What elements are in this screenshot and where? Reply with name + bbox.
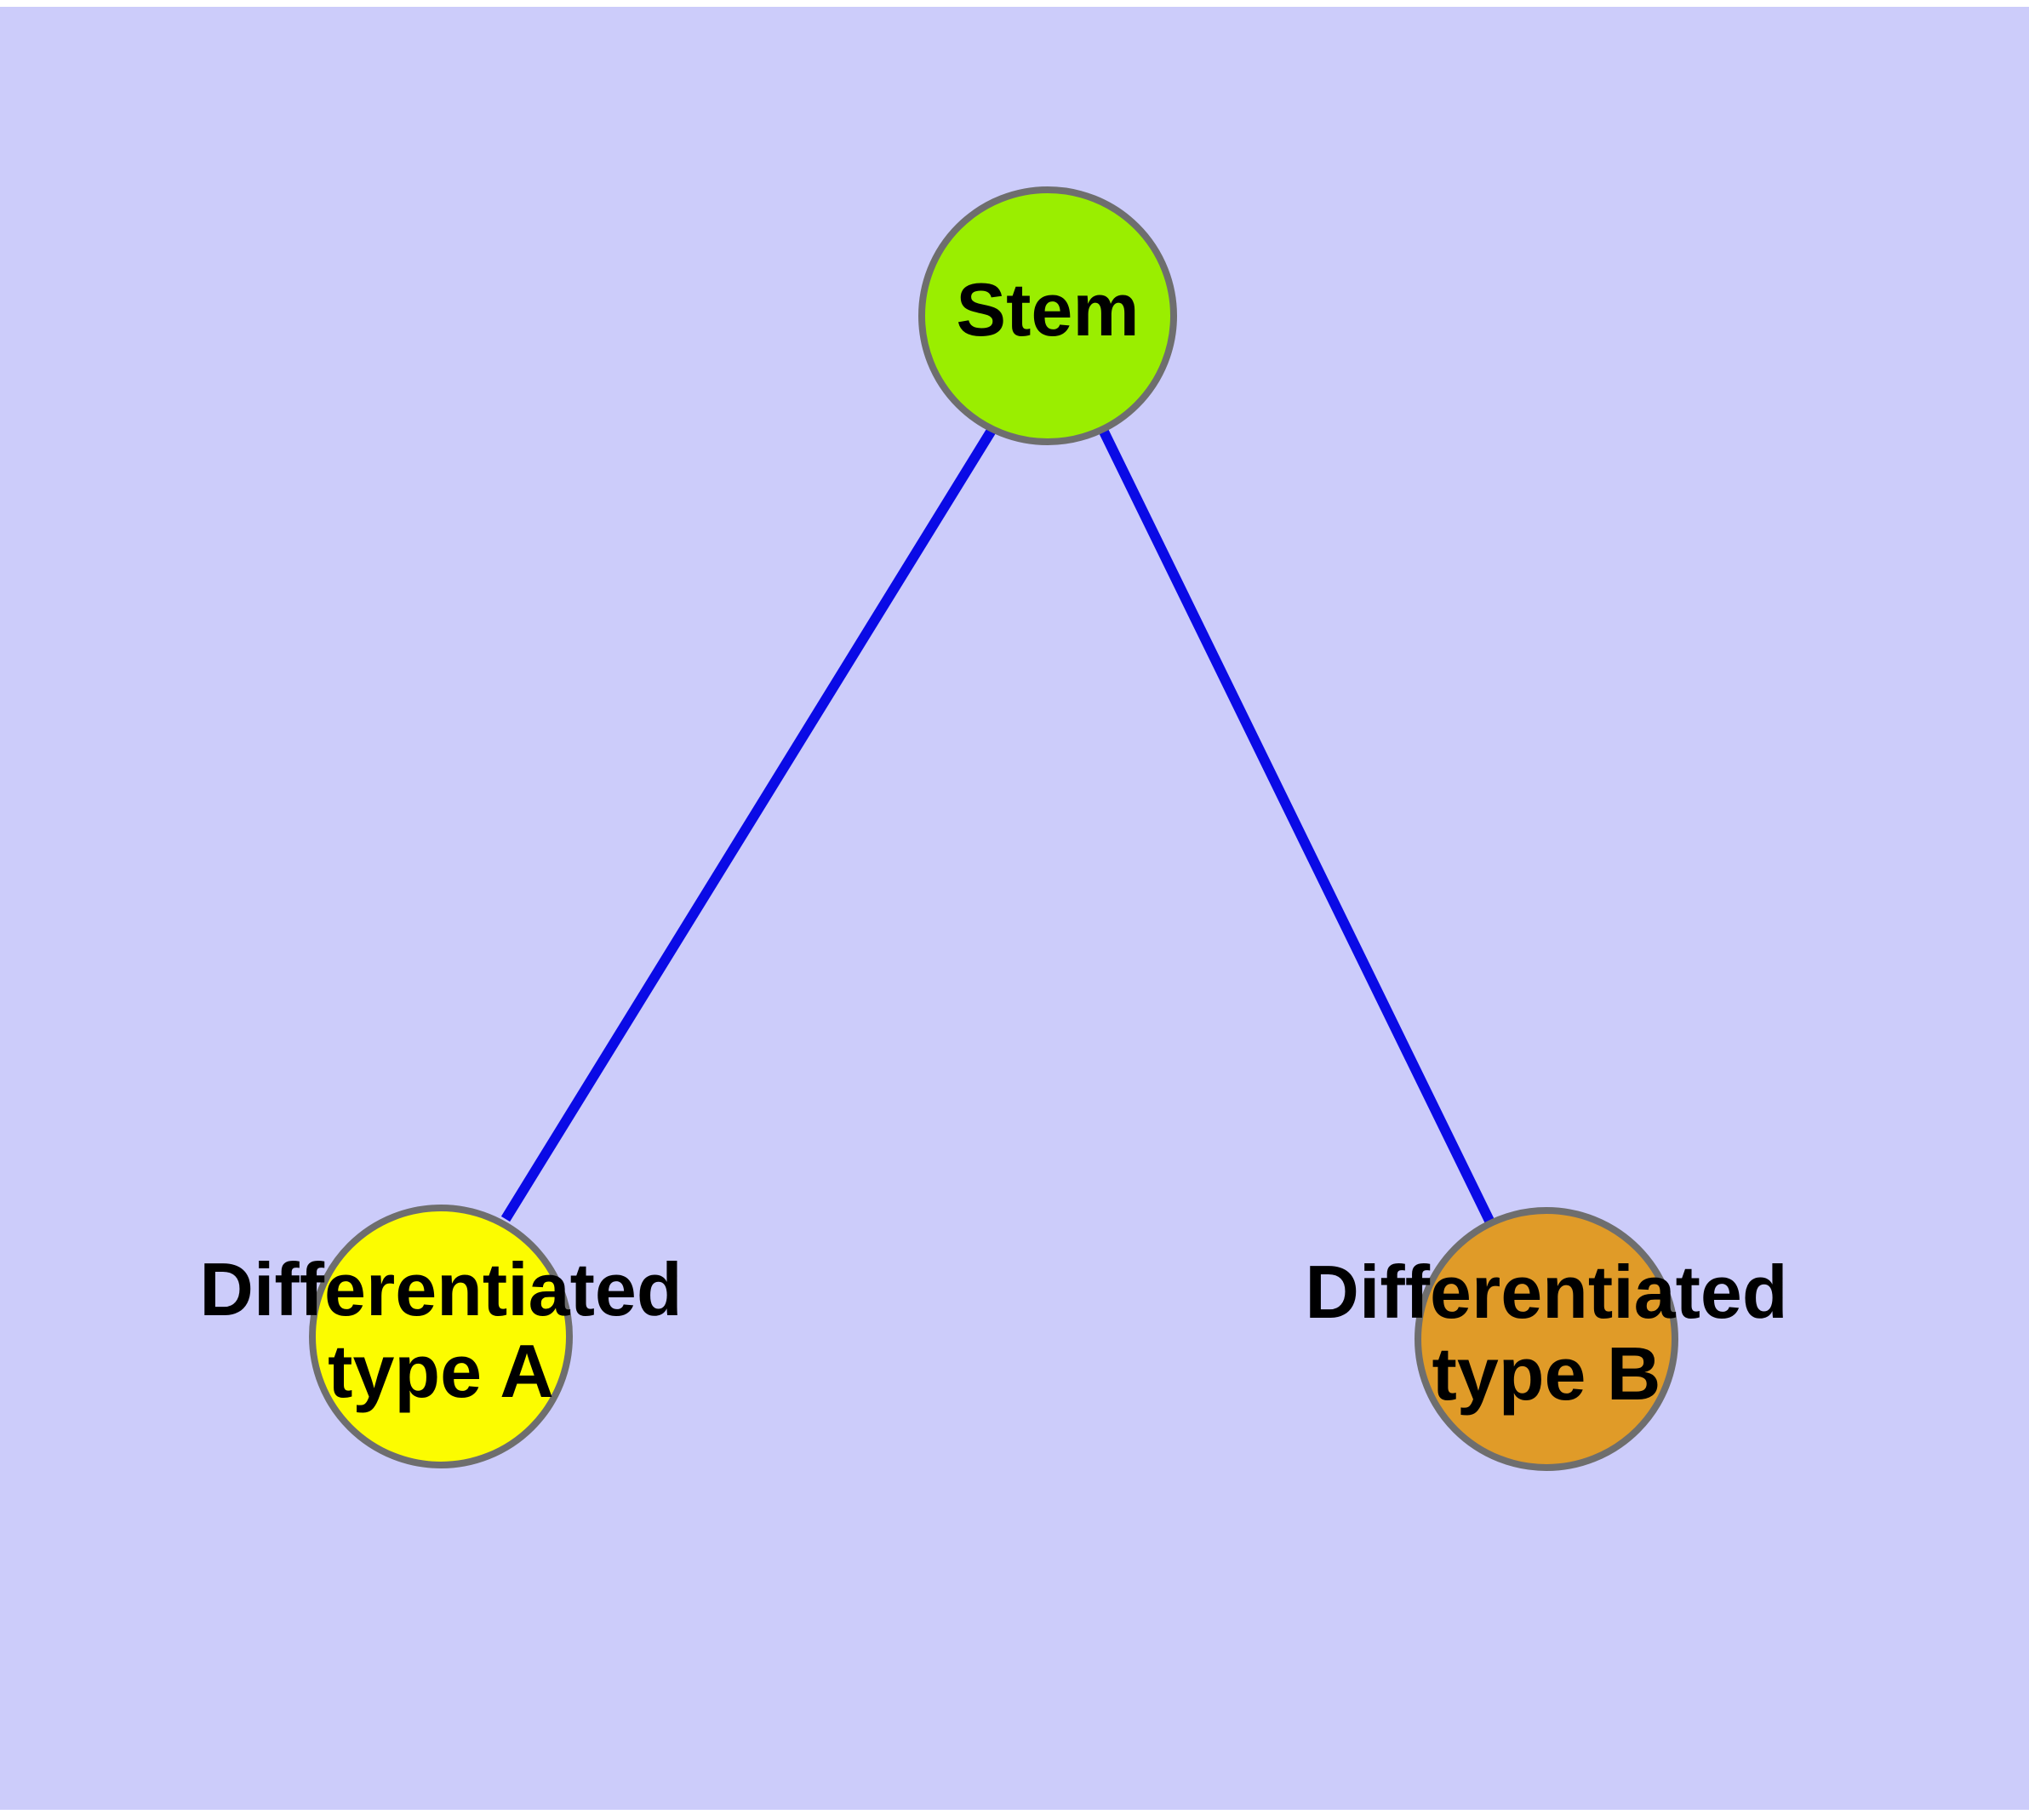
edges-group	[500, 426, 1495, 1225]
node-label-line: Stem	[956, 267, 1139, 352]
node-label-line: Differentiated	[1305, 1250, 1787, 1334]
edge-stem-type_b[interactable]	[1098, 427, 1495, 1225]
node-type_b[interactable]	[1415, 1207, 1678, 1471]
node-label-line: type B	[1432, 1331, 1661, 1416]
node-label-line: Differentiated	[199, 1247, 682, 1331]
nodes-group	[309, 186, 1678, 1471]
node-type_a[interactable]	[309, 1205, 573, 1468]
node-label-stem: Stem	[956, 267, 1139, 352]
node-label-line: type A	[328, 1329, 554, 1413]
edge-stem-type_a[interactable]	[500, 426, 997, 1222]
node-stem[interactable]	[918, 186, 1177, 445]
